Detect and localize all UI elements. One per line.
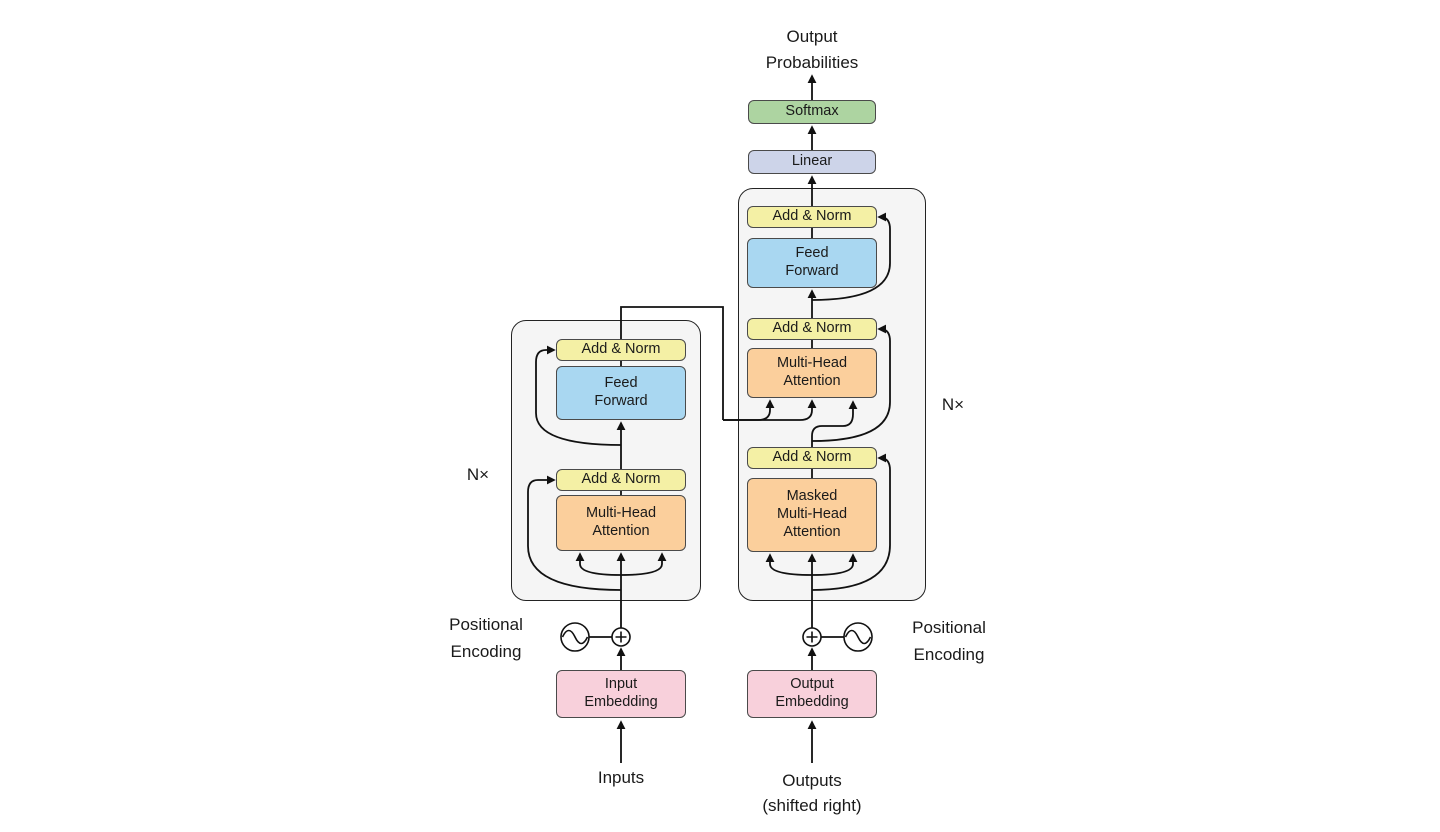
wire-lines (527, 74, 891, 763)
inputs-label: Inputs (597, 768, 645, 787)
encoder-to-decoder-connection (620, 306, 724, 420)
n-times-decoder-label: N× (941, 395, 965, 414)
decoder-feed-forward-box: Feed Forward (747, 238, 877, 288)
decoder-add-norm-bottom-box: Add & Norm (747, 447, 877, 469)
output-embedding-box: Output Embedding (747, 670, 877, 718)
output-probabilities-label: Output Probabilities (765, 27, 859, 72)
add-symbol-left (611, 627, 631, 647)
masked-multi-head-attention-box: Masked Multi-Head Attention (747, 478, 877, 552)
encoder-residual-attention (527, 475, 622, 591)
encoder-add-norm-bottom-box: Add & Norm (556, 469, 686, 491)
decoder-add-norm-mid-box: Add & Norm (747, 318, 877, 340)
add-symbol-right (802, 627, 822, 647)
positional-encoding-left-label: Positional Encoding (449, 615, 523, 661)
positional-encoding-right-label: Positional Encoding (912, 618, 986, 664)
decoder-residual-cross-attention (811, 324, 891, 442)
n-times-encoder-label: N× (466, 465, 490, 484)
encoder-multi-head-attention-box: Multi-Head Attention (556, 495, 686, 551)
outputs-label: Outputs (shifted right) (762, 771, 862, 815)
decoder-add-norm-top-box: Add & Norm (747, 206, 877, 228)
decoder-multi-head-attention-box: Multi-Head Attention (747, 348, 877, 398)
positional-encoding-icon-left (560, 622, 590, 652)
input-embedding-box: Input Embedding (556, 670, 686, 718)
linear-box: Linear (748, 150, 876, 174)
softmax-box: Softmax (748, 100, 876, 124)
encoder-feed-forward-box: Feed Forward (556, 366, 686, 420)
encoder-add-norm-top-box: Add & Norm (556, 339, 686, 361)
decoder-residual-masked-attention (811, 453, 891, 591)
decoder-query-into-cross-attention (811, 400, 858, 447)
positional-encoding-icon-right (843, 622, 873, 652)
encoder-residual-feed-forward (535, 345, 622, 446)
decoder-residual-feed-forward (811, 212, 891, 301)
